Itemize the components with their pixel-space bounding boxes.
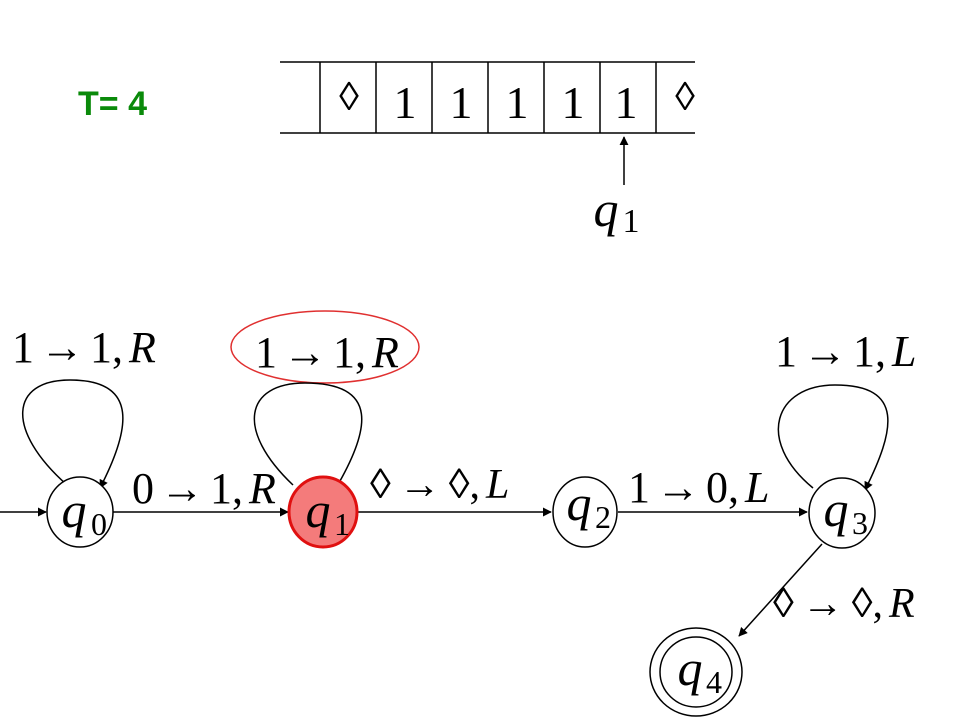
- state-q2-circle: [552, 476, 618, 548]
- transition-label-q0-loop: 1→1,R: [12, 323, 156, 372]
- transition-label-q3-loop: 1→1,L: [775, 327, 916, 376]
- state-q3-letter: q: [824, 481, 849, 537]
- state-q2-sub: 2: [595, 499, 611, 535]
- state-q4-accepting: q 4: [649, 627, 743, 717]
- time-step-label: T= 4: [78, 85, 147, 123]
- tape-head-state-sub: 1: [623, 203, 640, 240]
- transition-label-q2-q3: 1→0,L: [628, 463, 769, 512]
- q1-self-loop: [253, 382, 363, 489]
- state-q2: q 2: [552, 475, 618, 548]
- transition-label-q1-q2: ◊→◊,L: [370, 462, 509, 508]
- active-transition-highlight: [230, 310, 420, 384]
- tape-cell: ◊: [339, 74, 359, 119]
- state-q1-letter: q: [306, 482, 331, 538]
- state-q0-sub: 0: [91, 506, 107, 542]
- edge-q3-q4: [738, 543, 823, 637]
- state-q3-circle: [808, 477, 876, 549]
- state-q1-active: q 1: [287, 475, 359, 549]
- state-q4-sub: 4: [706, 664, 722, 700]
- transition-label-q0-q1: 0→1,R: [132, 464, 276, 513]
- transition-label-q3-q4: ◊→◊,R: [773, 581, 915, 627]
- tape-cell: 1: [394, 77, 417, 128]
- tape-head-state-letter: q: [594, 181, 619, 237]
- state-q2-letter: q: [567, 475, 592, 531]
- transition-label-q1-loop: 1→1,R: [255, 328, 399, 377]
- tape-cell: 1: [506, 77, 529, 128]
- q0-self-loop: [22, 379, 124, 489]
- state-q4-letter: q: [678, 640, 703, 696]
- state-q0-letter: q: [62, 482, 87, 538]
- state-q0: q 0: [46, 476, 114, 548]
- state-q3-sub: 3: [852, 505, 868, 541]
- tape-cell: ◊: [675, 74, 695, 119]
- q3-self-loop: [777, 384, 889, 491]
- state-q0-circle: [46, 476, 114, 548]
- tape: ◊ 1 1 1 1 1 ◊: [280, 61, 695, 134]
- state-q1-circle: [287, 475, 359, 549]
- state-q4-inner-circle: [659, 636, 733, 708]
- tape-cell: 1: [450, 77, 473, 128]
- state-q1-sub: 1: [334, 506, 350, 542]
- tape-head: q 1: [594, 136, 640, 240]
- tape-cell: 1: [615, 77, 638, 128]
- state-q3: q 3: [808, 477, 876, 549]
- tape-cell: 1: [562, 77, 585, 128]
